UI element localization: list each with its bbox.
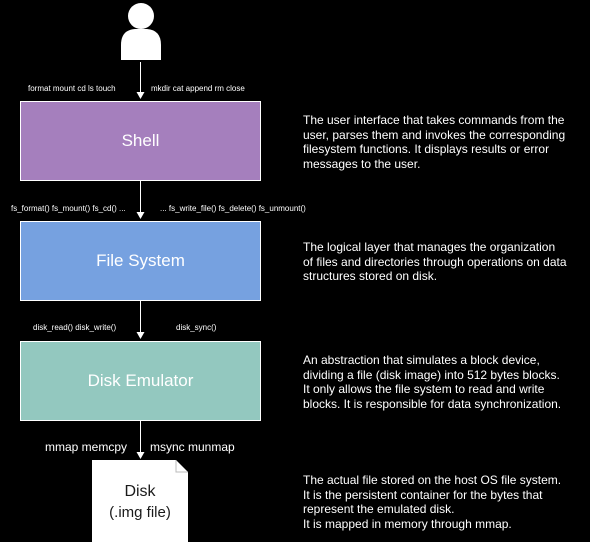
disk-description-line: represent the emulated disk. xyxy=(303,502,455,516)
disk-sublabel: (.img file) xyxy=(109,504,171,521)
shell-description-line: user, parses them and invokes the corres… xyxy=(303,127,566,142)
shell-description-line: The user interface that takes commands f… xyxy=(303,113,565,127)
filesystem-description-line: structures stored on disk. xyxy=(303,269,438,283)
disk-emulator-description-line: It only allows the file system to read a… xyxy=(303,382,545,396)
user-commands-right: mkdir cat append rm close xyxy=(151,84,245,93)
disk-calls-left: disk_read() disk_write() xyxy=(33,323,117,332)
disk-emulator-description: An abstraction that simulates a block de… xyxy=(303,353,578,411)
shell-description-line: filesystem functions. It displays result… xyxy=(303,142,550,156)
disk-emulator-description-line: dividing a file (disk image) into 512 by… xyxy=(303,367,560,382)
filesystem-description: The logical layer that manages the organ… xyxy=(303,240,578,284)
disk-description-line: It is mapped in memory through mmap. xyxy=(303,516,512,531)
disk-calls-right: disk_sync() xyxy=(176,323,217,332)
disk-description-line: The actual file stored on the host OS fi… xyxy=(303,473,562,487)
disk-emulator-box: Disk Emulator xyxy=(20,341,261,421)
shell-description-line: messages to the user. xyxy=(303,156,421,171)
user-commands-left: format mount cd ls touch xyxy=(28,84,116,93)
filesystem-box: File System xyxy=(20,221,261,301)
shell-box: Shell xyxy=(20,101,261,181)
disk-emulator-description-line: blocks. It is responsible for data synch… xyxy=(303,396,562,411)
fs-calls-right: ... fs_write_file() fs_delete() fs_unmou… xyxy=(160,204,306,213)
filesystem-description-line: The logical layer that manages the organ… xyxy=(303,240,556,254)
disk-description-line: It is the persistent container for the b… xyxy=(303,487,543,502)
disk-emulator-description-line: An abstraction that simulates a block de… xyxy=(303,353,540,367)
disk-description: The actual file stored on the host OS fi… xyxy=(303,473,578,531)
disk-label: Disk xyxy=(124,483,156,500)
shell-label: Shell xyxy=(121,131,160,150)
filesystem-label: File System xyxy=(96,251,185,270)
fs-calls-left: fs_format() fs_mount() fs_cd() ... xyxy=(11,204,126,213)
os-calls-right: msync munmap xyxy=(150,440,235,454)
os-calls-left: mmap memcpy xyxy=(45,440,128,454)
filesystem-description-line: of files and directories through operati… xyxy=(303,254,567,269)
disk-emulator-label: Disk Emulator xyxy=(87,371,194,390)
shell-description: The user interface that takes commands f… xyxy=(303,113,578,171)
